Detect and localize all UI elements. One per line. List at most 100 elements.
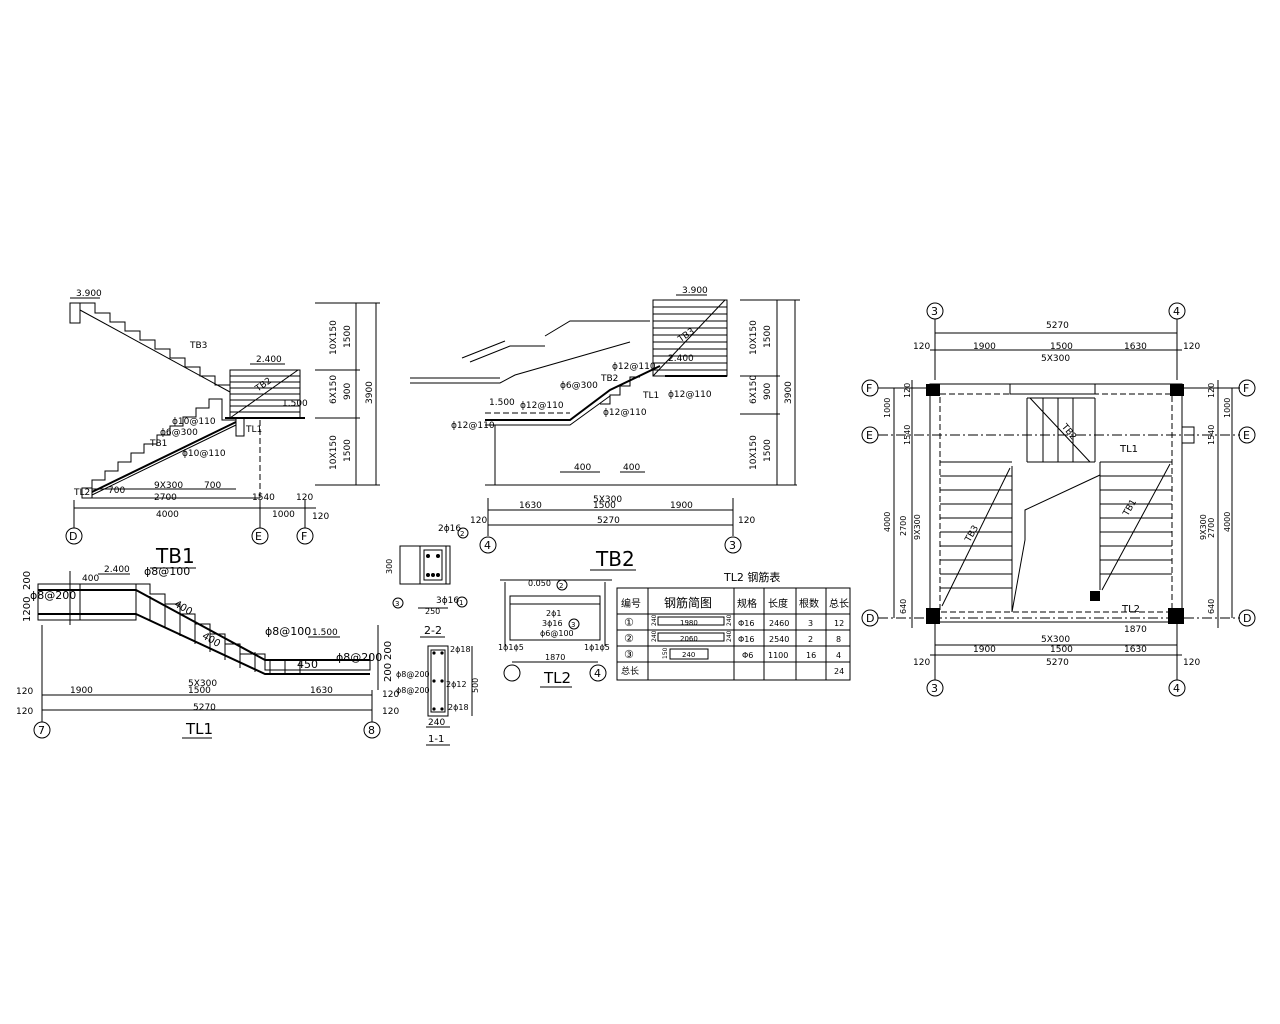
tb1-r-right: ϕ8@200 — [336, 651, 382, 664]
b-elev-land: 1.500 — [489, 398, 515, 408]
b-dim-1500: 1500 — [593, 501, 616, 511]
b-r5: ϕ12@110 — [603, 408, 647, 418]
tb1-dim-1630: 1630 — [310, 686, 333, 696]
elev-land-label: 1.500 — [282, 399, 308, 409]
stair-plan: 3 4 5270 120 1900 1500 1630 120 5X300 — [861, 302, 1256, 697]
b-dim-1900: 1900 — [670, 501, 693, 511]
tb1-dim-1900: 1900 — [70, 686, 93, 696]
table-row: 总长 24 — [621, 665, 844, 677]
row2-cnt: 16 — [806, 651, 816, 660]
plan-bot-1900: 1900 — [973, 645, 996, 655]
tb1-r-top: ϕ8@100 — [144, 565, 190, 578]
plan-top-1500: 1500 — [1050, 342, 1073, 352]
v2-label: 6X150 — [329, 375, 339, 404]
plan-top-5270: 5270 — [1046, 321, 1069, 331]
tb1-dim-120a: 120 — [16, 687, 33, 697]
plan-axE-r-bubble — [1238, 426, 1256, 444]
b-tl1: TL1 — [642, 391, 659, 401]
b-elev-top: 3.900 — [682, 286, 708, 296]
b-d400a: 400 — [574, 463, 591, 473]
rebar3-label: ϕ10@110 — [182, 449, 226, 459]
axis-d-label: D — [69, 530, 77, 543]
plan-l-120: 120 — [903, 383, 912, 398]
plan-l-1540: 1540 — [903, 425, 912, 445]
b-v1b: 1500 — [763, 325, 773, 348]
tb1-elev: 2.400 — [104, 565, 130, 575]
row2-no: ③ — [624, 648, 634, 661]
row1-cnt: 2 — [808, 635, 813, 644]
tl2-title: TL2 — [543, 669, 571, 687]
b-v-total: 3900 — [784, 381, 794, 404]
row2-m: 240 — [682, 651, 695, 659]
s22-n-bot: 1 — [459, 599, 463, 607]
tl2-n-top: 2 — [559, 582, 563, 590]
plan-top-1900: 1900 — [973, 342, 996, 352]
s22-r-top: 2ϕ16 — [438, 524, 461, 534]
plan-ax3-bot: 3 — [931, 682, 938, 695]
plan-top-120b: 120 — [1183, 342, 1200, 352]
tb1-dim-120d: 120 — [382, 707, 399, 717]
row3-no: 总长 — [621, 665, 639, 677]
b-v3: 10X150 — [749, 435, 759, 470]
tb1-axis-8-bubble — [363, 721, 381, 739]
row0-no: ① — [624, 616, 634, 629]
v1b-label: 1500 — [343, 325, 353, 348]
th-4: 根数 — [799, 597, 819, 610]
tb1-axis-8: 8 — [368, 724, 375, 737]
plan-l-steps: 9X300 — [913, 514, 922, 540]
dim-steps: 9X300 — [154, 481, 183, 491]
row0-r: 240 — [726, 614, 733, 626]
plan-axD-l-bubble — [861, 609, 879, 627]
b-axis-4: 4 — [484, 539, 491, 552]
plan-ax4-bot: 4 — [1173, 682, 1180, 695]
tb1-elev-land: 1.500 — [312, 628, 338, 638]
table-row: ② 240 2060 240 Φ16 2540 2 8 — [624, 630, 841, 645]
plan-axD-l: D — [866, 612, 874, 625]
b-r2: ϕ6@300 — [560, 381, 598, 391]
dim-4000: 4000 — [156, 510, 179, 520]
row0-spec: Φ16 — [738, 619, 754, 628]
plan-l-1000: 1000 — [883, 398, 892, 418]
plan-axD-r-bubble — [1238, 609, 1256, 627]
v3b-label: 1500 — [343, 439, 353, 462]
dim-700b: 700 — [204, 481, 221, 491]
tl2-beam: TB2 0.050 2 2ϕ1 3ϕ16 3 ϕ6@100 1ϕ1ϕ5 1ϕ1ϕ… — [498, 547, 636, 688]
stair-section-a: 3.900 TB3 2.400 TB2 1.500 ϕ10@110 ϕ6@300… — [65, 289, 380, 545]
plan-top-120a: 120 — [913, 342, 930, 352]
plan-tb3: TB3 — [963, 524, 981, 545]
plan-r-4000: 4000 — [1223, 512, 1232, 532]
elev-top-label: 3.900 — [76, 289, 102, 299]
table-row: ① 240 1980 240 Φ16 2460 3 12 — [624, 614, 844, 629]
tb1-dim-120b: 120 — [16, 707, 33, 717]
plan-ax3-bot-bubble — [926, 679, 944, 697]
tb1-dim-5270: 5270 — [193, 703, 216, 713]
plan-axD-r: D — [1243, 612, 1251, 625]
s11-d-500: 500 — [471, 678, 480, 693]
b-axis-4-bubble — [479, 536, 497, 554]
tb3-label: TB3 — [189, 341, 207, 351]
dim-120b: 120 — [312, 512, 329, 522]
s11-r-s2: ϕ8@200 — [396, 686, 430, 695]
rebar1-label: ϕ10@110 — [172, 417, 216, 427]
plan-axF-r: F — [1243, 382, 1249, 395]
tl2-axis: 4 — [594, 667, 601, 680]
section-1-1: 2ϕ18 2ϕ12 2ϕ18 ϕ8@200 ϕ8@200 500 240 1-1 — [396, 645, 480, 746]
tl1-label: TL1 — [245, 425, 262, 435]
v-total-label: 3900 — [365, 381, 375, 404]
dim-1540: 1540 — [252, 493, 275, 503]
b-r3: ϕ12@110 — [668, 390, 712, 400]
plan-r-2700: 2700 — [1207, 518, 1216, 538]
plan-tl1: TL1 — [1119, 444, 1138, 455]
s11-r-top: 2ϕ18 — [450, 645, 471, 654]
plan-l-4000: 4000 — [883, 512, 892, 532]
rebar-table: TL2 钢筋表 编号 钢筋简图 规格 长度 根数 总长 ① 240 1980 2… — [616, 570, 851, 681]
s22-r-bot: 3ϕ16 — [436, 596, 459, 606]
b-dim-1630: 1630 — [519, 501, 542, 511]
row2-l: 150 — [662, 647, 669, 659]
plan-axF-r-bubble — [1238, 379, 1256, 397]
b-dim-steps: 5X300 — [593, 495, 622, 505]
tb1-axis-7: 7 — [38, 724, 45, 737]
tl2-n-c: 3 — [571, 621, 575, 629]
tb1-title: TB1 — [155, 544, 195, 568]
b-v2: 6X150 — [749, 375, 759, 404]
